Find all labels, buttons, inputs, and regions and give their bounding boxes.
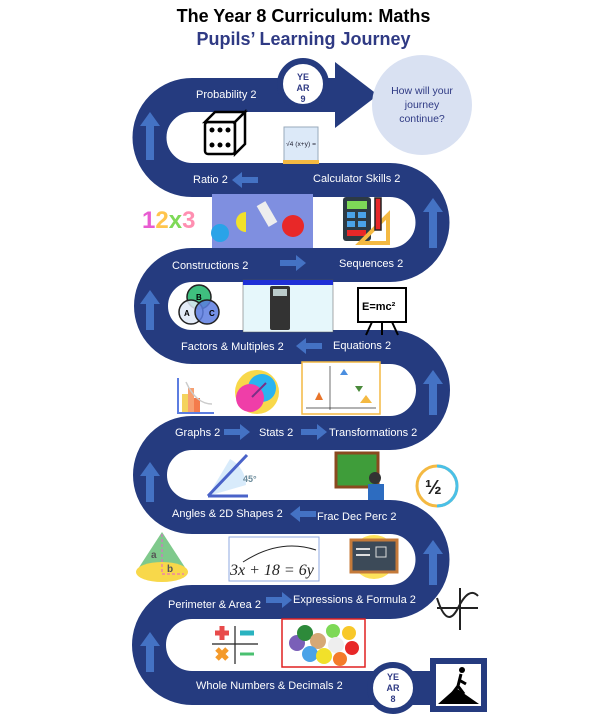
topic-calculator-skills: Calculator Skills 2 [313,173,401,185]
chalkboard-icon [349,535,399,579]
bar-graph-icon [177,378,214,414]
calculator-icon [343,197,390,245]
topic-stats: Stats 2 [259,427,294,439]
topic-ratio: Ratio 2 [193,174,228,186]
year-8-line2: AR [386,683,400,693]
next-journey-bubble: How will your journey continue? [372,55,472,155]
right-arrow-icon [301,424,327,440]
venn-diagram-icon: B A C [178,284,220,325]
right-arrow-icon [224,424,250,440]
topic-whole-numbers-decimals: Whole Numbers & Decimals 2 [196,680,343,692]
equation-image: 3x + 18 = 6y [228,536,320,582]
topic-factors-multiples: Factors & Multiples 2 [181,341,284,353]
numbers-icon: 12x3 [142,207,195,234]
equation-text: 3x + 18 = 6y [229,562,315,579]
page-subtitle: Pupils’ Learning Journey [196,29,411,49]
cone-icon: a b [136,532,188,582]
year-8-line3: 8 [390,694,396,704]
topic-frac-dec-perc: Frac Dec Perc 2 [317,511,397,523]
topic-probability: Probability 2 [196,89,257,101]
venn-label-c: C [209,309,215,318]
up-arrow-icon [140,112,443,672]
year-9-line1: YE [296,72,309,82]
emc2-board-icon: E=mc² [357,287,407,336]
topic-transformations: Transformations 2 [329,427,418,439]
hiker-icon [438,667,479,704]
half-text: ½ [425,477,442,499]
year-9-label: YE AR 9 [288,72,318,105]
road-arrowhead [335,62,378,128]
right-arrow-icon [280,255,306,271]
sine-graph-icon [436,588,479,630]
left-arrow-icon [296,338,322,354]
topic-perimeter-area: Perimeter & Area 2 [168,599,261,611]
next-journey-text: How will your journey continue? [391,85,453,125]
svg-text:a: a [151,550,157,561]
right-arrow-icon [266,592,292,608]
ball-icon [235,370,279,414]
fraction-half-icon: ½ [415,464,459,508]
left-arrow-icon [290,506,316,522]
left-arrow-icon [232,172,258,188]
year-9-line2: AR [296,83,310,93]
page-title: The Year 8 Curriculum: Maths [176,6,431,26]
calculator-lesson-slide [242,279,334,333]
topic-constructions: Constructions 2 [172,260,249,272]
transformations-image [301,361,381,415]
teacher-icon [334,451,384,500]
year-8-marker [367,662,419,714]
operations-icon [212,626,258,664]
angle-icon: 45° [206,453,257,498]
sqrt-formula-text: √4 (x+y) = [286,140,316,148]
venn-label-b: B [196,293,202,302]
topic-graphs: Graphs 2 [175,427,221,439]
year-8-label: YE AR 8 [378,672,408,705]
year-8-line1: YE [386,672,399,682]
fraction-pieces-photo [211,194,313,248]
topic-equations: Equations 2 [333,340,392,352]
topic-angles-2d-shapes: Angles & 2D Shapes 2 [172,508,283,520]
place-value-counters-image [281,618,366,668]
angle-label: 45° [243,474,257,484]
topic-sequences: Sequences 2 [339,258,404,270]
svg-text:b: b [167,564,173,575]
formula-document-icon: √4 (x+y) = [283,126,319,164]
venn-label-a: A [184,309,190,318]
emc2-text: E=mc² [362,301,396,313]
year-9-line3: 9 [300,94,306,104]
dice-icon [201,108,249,158]
year-9-marker [277,58,329,110]
topic-expressions-formula: Expressions & Formula 2 [293,594,416,606]
